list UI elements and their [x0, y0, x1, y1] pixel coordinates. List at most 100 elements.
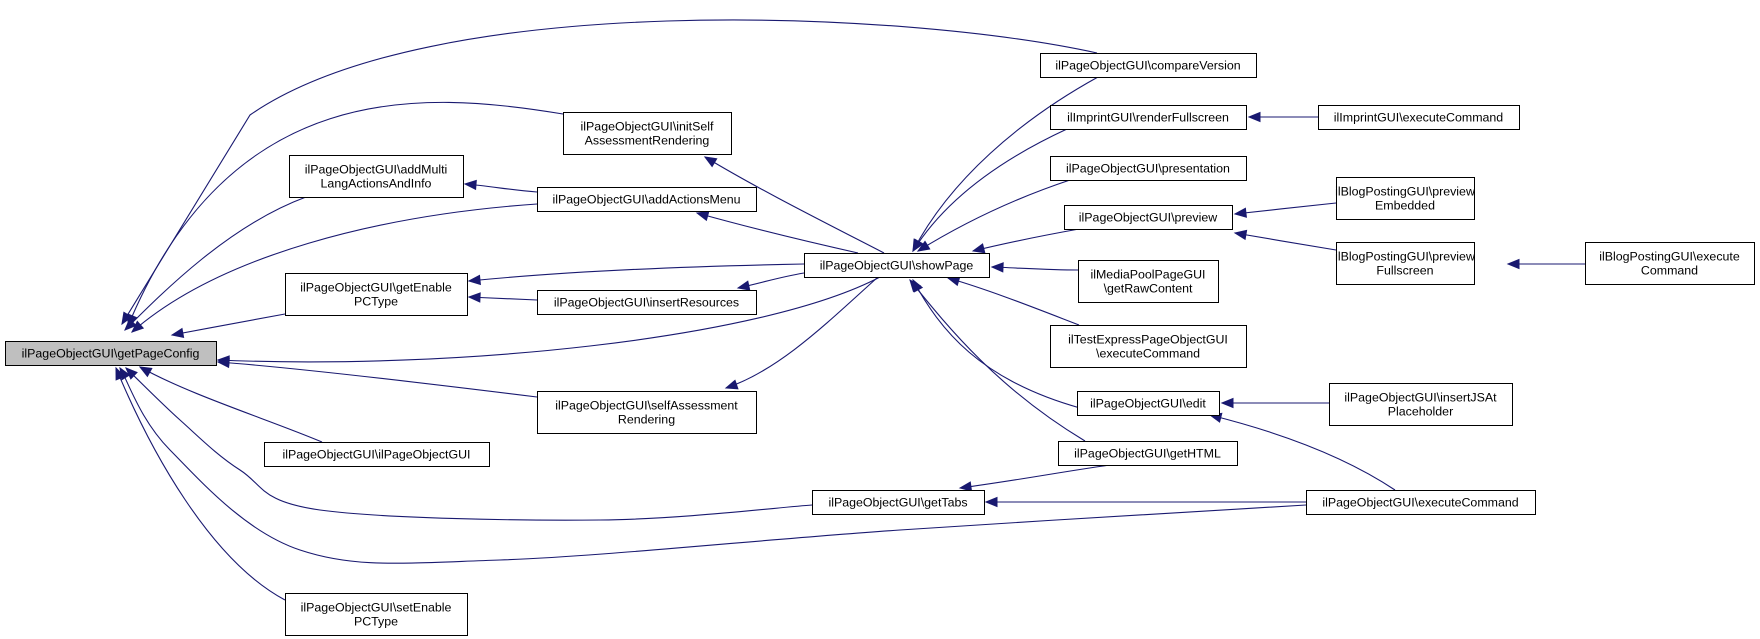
node-addMultiLang[interactable]: ilPageObjectGUI\addMultiLangActionsAndIn…	[289, 155, 464, 198]
edge-line	[917, 179, 1071, 252]
node-label: ilPageObjectGUI\insertResources	[554, 296, 739, 310]
edge-line	[121, 19, 1098, 325]
edge-getPageConfig-to-ctor	[138, 366, 323, 443]
node-label: ilPageObjectGUI\presentation	[1066, 162, 1230, 176]
node-mediaPool[interactable]: ilMediaPoolPageGUI\getRawContent	[1078, 260, 1219, 303]
node-label: ilMediaPoolPageGUI	[1090, 268, 1205, 282]
edge-showPage-to-preview	[971, 228, 1080, 254]
edge-getPageConfig-to-selfAssess	[216, 357, 538, 398]
edge-line	[725, 276, 879, 389]
node-box	[264, 442, 490, 467]
edge-getTabs-to-execCommand	[984, 496, 1306, 508]
nodes-layer: ilPageObjectGUI\getPageConfig ilPageObjec…	[5, 53, 1755, 636]
edge-line	[696, 212, 859, 254]
edge-line	[1209, 414, 1396, 491]
arrowhead	[990, 262, 1004, 273]
edge-line	[115, 367, 286, 601]
arrowhead	[124, 318, 137, 331]
edge-line	[217, 276, 881, 363]
edge-line	[912, 279, 1081, 409]
node-label: ilBlogPostingGUI\preview	[1335, 250, 1475, 264]
arrowhead	[125, 367, 138, 380]
node-showPage[interactable]: ilPageObjectGUI\showPage	[804, 253, 990, 278]
node-label: ilPageObjectGUI\preview	[1079, 211, 1217, 225]
arrowhead	[1506, 258, 1520, 270]
node-getTabs[interactable]: ilPageObjectGUI\getTabs	[812, 490, 985, 515]
node-edit[interactable]: ilPageObjectGUI\edit	[1077, 391, 1220, 416]
arrowhead	[909, 278, 922, 293]
arrowhead	[1233, 229, 1248, 241]
node-getPageConfig[interactable]: ilPageObjectGUI\getPageConfig	[5, 341, 217, 366]
arrowhead	[467, 274, 481, 286]
node-label: ilBlogPostingGUI\execute	[1599, 250, 1740, 264]
node-label: ilBlogPostingGUI\preview	[1335, 185, 1475, 199]
node-addActionsMenu[interactable]: ilPageObjectGUI\addActionsMenu	[537, 187, 757, 212]
node-label: ilPageObjectGUI\getPageConfig	[22, 347, 200, 361]
edge-getPageConfig-to-setEnablePC	[115, 366, 286, 601]
edge-line	[959, 464, 1111, 489]
edge-getTabs-to-getHTML	[958, 464, 1111, 492]
node-label: ilPageObjectGUI\showPage	[820, 259, 974, 273]
node-label: ilPageObjectGUI\ilPageObjectGUI	[282, 448, 470, 462]
node-label: \getRawContent	[1104, 282, 1193, 296]
node-execCommand[interactable]: ilPageObjectGUI\executeCommand	[1306, 490, 1536, 515]
node-compareVersion[interactable]: ilPageObjectGUI\compareVersion	[1040, 53, 1257, 78]
node-imprintExec[interactable]: ilImprintGUI\executeCommand	[1318, 105, 1520, 130]
node-label: Embedded	[1375, 199, 1435, 213]
node-label: ilPageObjectGUI\initSelf	[581, 120, 714, 134]
node-blogExec[interactable]: ilBlogPostingGUI\executeCommand	[1585, 242, 1755, 285]
node-testExpress[interactable]: ilTestExpressPageObjectGUI\executeComman…	[1050, 325, 1247, 368]
arrowhead	[916, 240, 931, 252]
arrowhead	[170, 327, 185, 339]
edge-line	[127, 101, 564, 327]
node-box	[1077, 391, 1220, 416]
edge-line	[704, 156, 885, 254]
arrowhead	[131, 320, 145, 333]
node-box	[285, 593, 468, 636]
edge-showPage-to-imprintRender	[912, 128, 1068, 253]
node-insertResources[interactable]: ilPageObjectGUI\insertResources	[537, 290, 757, 315]
node-box	[289, 155, 464, 198]
edge-addActionsMenu-to-showPage	[695, 211, 859, 254]
node-box	[804, 253, 990, 278]
edge-line	[171, 313, 286, 336]
node-box	[1064, 205, 1233, 230]
node-label: LangActionsAndInfo	[321, 177, 432, 191]
edge-line	[139, 366, 323, 443]
node-label: ilPageObjectGUI\selfAssessment	[555, 399, 738, 413]
edge-line	[912, 76, 1099, 252]
node-label: ilPageObjectGUI\executeCommand	[1322, 496, 1518, 510]
node-initSelfAssess[interactable]: ilPageObjectGUI\initSelfAssessmentRender…	[563, 112, 732, 155]
node-imprintRender[interactable]: ilImprintGUI\renderFullscreen	[1050, 105, 1247, 130]
edge-imprintRender-to-imprintExec	[1247, 111, 1318, 123]
node-label: \executeCommand	[1096, 347, 1200, 361]
edge-addMultiLang-to-addActionsMenu	[463, 179, 538, 193]
edge-line	[1234, 202, 1337, 215]
node-box	[5, 341, 217, 366]
arrowhead	[971, 243, 986, 254]
node-preview[interactable]: ilPageObjectGUI\preview	[1064, 205, 1233, 230]
arrowhead	[703, 156, 718, 168]
edge-getPageConfig-to-getEnablePC	[170, 313, 286, 339]
node-box	[563, 112, 732, 155]
node-ctor[interactable]: ilPageObjectGUI\ilPageObjectGUI	[264, 442, 490, 467]
edge-insertResources-to-showPage	[736, 272, 805, 291]
node-box	[537, 290, 757, 315]
arrowhead	[138, 366, 153, 378]
node-box	[537, 391, 757, 434]
node-box	[1318, 105, 1520, 130]
edge-preview-to-blogPrevEmb	[1233, 202, 1337, 218]
node-presentation[interactable]: ilPageObjectGUI\presentation	[1050, 156, 1247, 181]
edge-line	[912, 128, 1068, 252]
node-getHTML[interactable]: ilPageObjectGUI\getHTML	[1058, 441, 1238, 466]
node-label: ilImprintGUI\renderFullscreen	[1067, 111, 1229, 125]
node-box	[285, 273, 468, 316]
edge-getEnablePC-to-showPage	[467, 263, 805, 286]
